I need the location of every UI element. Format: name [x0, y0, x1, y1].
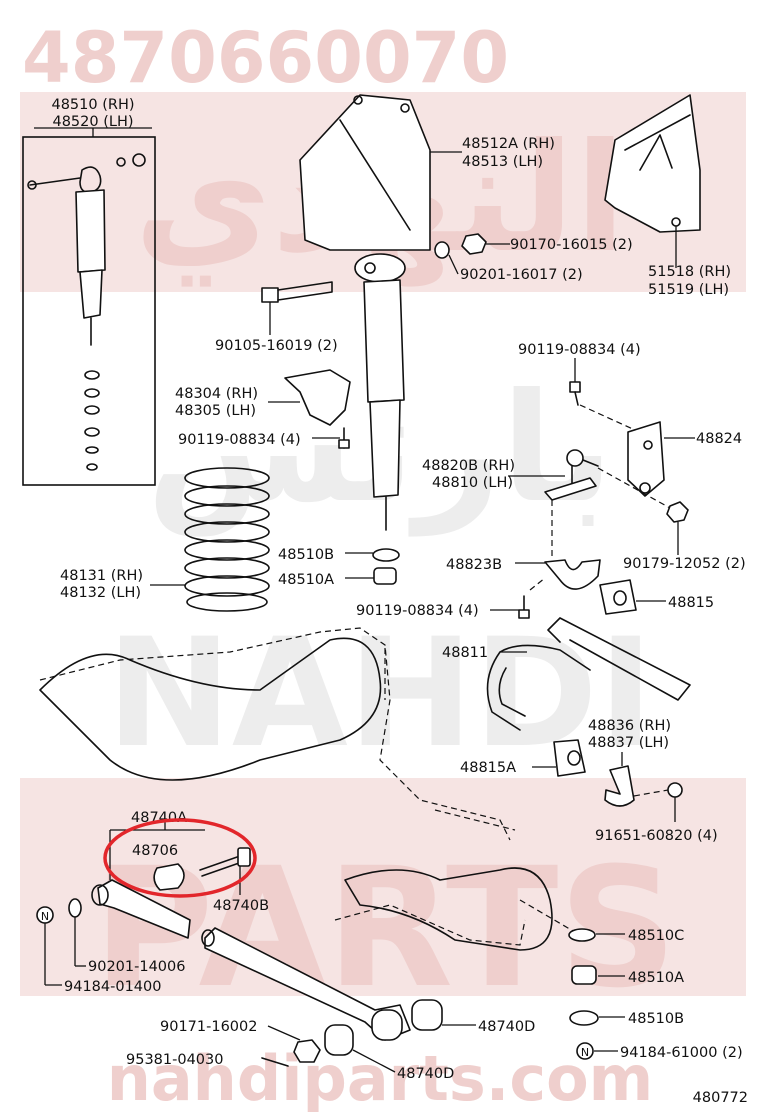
- upper-control-arm: [91, 879, 191, 939]
- shock-absorber: [354, 253, 406, 531]
- clamp-48836: [604, 752, 669, 807]
- label-cushion-48510C: 48510C: [628, 928, 684, 944]
- nut-90179: [666, 501, 689, 523]
- label-clamp-48823B: 48823B: [446, 557, 502, 573]
- bushing-48740D-b: [324, 1024, 354, 1056]
- label-cover-rh: 51518 (RH): [648, 264, 731, 280]
- n-mark-b: N: [581, 1046, 589, 1059]
- stabilizer-link: [508, 449, 671, 560]
- label-bracket-48824: 48824: [696, 431, 742, 447]
- bolt-90119-top: [569, 358, 636, 431]
- bushing-48815: [599, 579, 666, 615]
- lower-control-arm: [201, 927, 411, 1041]
- label-nut-94184-a: 94184-01400: [64, 979, 162, 995]
- label-seat-lh: 48305 (LH): [175, 403, 256, 419]
- label-cushion-48510A-bottom: 48510A: [628, 970, 684, 986]
- coil-spring: [150, 467, 270, 612]
- splash-cover: [604, 94, 701, 268]
- watermark-part-number: 4870660070: [22, 17, 509, 99]
- label-nut-90179: 90179-12052 (2): [623, 556, 746, 572]
- label-bracket-lh: 48513 (LH): [462, 154, 543, 170]
- bolt-91651: [667, 782, 683, 798]
- watermark-band-bottom: [20, 778, 746, 996]
- bushing-48706: [153, 863, 185, 891]
- label-link-lh: 48810 (LH): [432, 475, 513, 491]
- upper-bracket: [299, 94, 462, 251]
- nut-90170: [461, 233, 487, 255]
- label-spring-lh: 48132 (LH): [60, 585, 141, 601]
- label-cushion-48510B-bottom: 48510B: [628, 1011, 684, 1027]
- washer-90201-b: [68, 898, 82, 918]
- bushing-48815A: [532, 739, 586, 777]
- watermark-latin-bottom: PARTS: [93, 832, 678, 1024]
- label-link-rh: 48820B (RH): [422, 458, 515, 474]
- diagram-id: 480772: [693, 1090, 748, 1106]
- label-bushing-48706: 48706: [132, 843, 178, 859]
- nut-94184-a: N: [36, 906, 62, 986]
- label-shock-rh: 48510 (RH): [51, 97, 134, 113]
- bushing-48740D-a: [411, 999, 443, 1031]
- nut-90171: [293, 1039, 321, 1063]
- label-nut-90171: 90171-16002: [160, 1019, 258, 1035]
- cushion-48510A-top: [373, 567, 397, 585]
- label-spring-rh: 48131 (RH): [60, 568, 143, 584]
- label-clamp-rh: 48836 (RH): [588, 718, 671, 734]
- label-cushion-48510B-top: 48510B: [278, 547, 334, 563]
- label-stabilizer-48811: 48811: [442, 645, 488, 661]
- nut-94184-b: N: [576, 1042, 618, 1060]
- label-cover-lh: 51519 (LH): [648, 282, 729, 298]
- label-seat-rh: 48304 (RH): [175, 386, 258, 402]
- stabilizer-bar: [486, 617, 691, 731]
- label-washer-90201-a: 90201-16017 (2): [460, 267, 583, 283]
- label-pin-95381: 95381-04030: [126, 1052, 224, 1068]
- label-nut-90170: 90170-16015 (2): [510, 237, 633, 253]
- bolt-90119-mid: [490, 595, 530, 619]
- label-bushing-48815: 48815: [668, 595, 714, 611]
- label-clamp-lh: 48837 (LH): [588, 735, 669, 751]
- label-bolt-90119-top: 90119-08834 (4): [518, 342, 641, 358]
- n-mark-a: N: [41, 910, 49, 923]
- label-washer-90201-b: 90201-14006: [88, 959, 186, 975]
- clamp-48823B: [515, 559, 601, 591]
- bolt-90119-left: [312, 427, 350, 449]
- spring-seat: [268, 369, 351, 426]
- label-bolt-90119-left: 90119-08834 (4): [178, 432, 301, 448]
- label-arm-48740D-b: 48740D: [397, 1066, 454, 1082]
- bolt-90105: [261, 281, 333, 335]
- cushion-48510A-bottom: [571, 965, 597, 985]
- cushion-48510B-top: [372, 548, 400, 562]
- label-arm-48740D-a: 48740D: [478, 1019, 535, 1035]
- shock-inset: [22, 127, 156, 486]
- cushion-48510C: [568, 928, 596, 942]
- highlight-ring-48706: [103, 818, 257, 898]
- label-nut-94184-b: 94184-61000 (2): [620, 1045, 743, 1061]
- axle-housing: [39, 627, 581, 951]
- label-bushing-48815A: 48815A: [460, 760, 516, 776]
- cushion-48510B-bottom: [569, 1010, 599, 1026]
- label-bolt-90119-mid: 90119-08834 (4): [356, 603, 479, 619]
- bracket-48824: [627, 421, 695, 497]
- label-bolt-91651: 91651-60820 (4): [595, 828, 718, 844]
- washer-90201-a: [434, 241, 450, 259]
- label-cushion-48510A-top: 48510A: [278, 572, 334, 588]
- label-bolt-48740B: 48740B: [213, 898, 269, 914]
- watermark-site: nahdiparts.com: [107, 1042, 654, 1112]
- label-arm-48740A: 48740A: [131, 810, 187, 826]
- label-bracket-rh: 48512A (RH): [462, 136, 555, 152]
- label-shock-lh: 48520 (LH): [52, 114, 133, 130]
- label-bolt-90105: 90105-16019 (2): [215, 338, 338, 354]
- pin-95381: [261, 1057, 289, 1067]
